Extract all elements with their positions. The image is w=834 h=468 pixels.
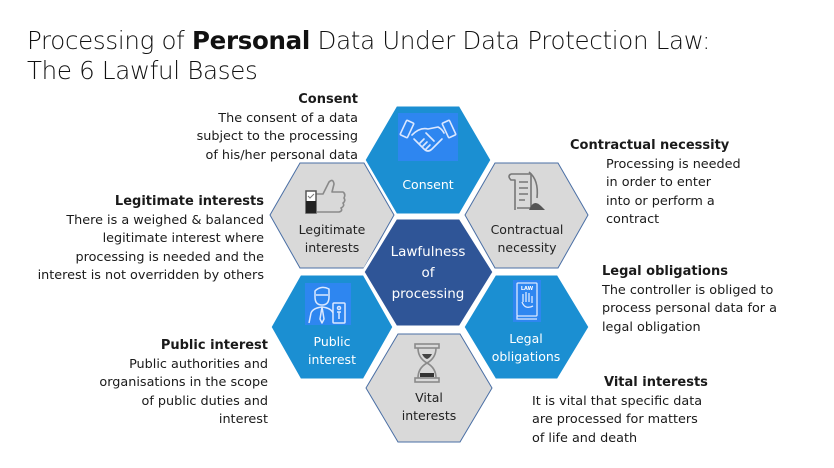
page-title: Processing of Personal Data Under Data P… <box>27 26 710 86</box>
description-line: into or perform a <box>606 193 715 209</box>
description-line: of his/her personal data <box>205 147 358 163</box>
hex-label-legal: Legal obligations <box>466 330 586 366</box>
title-text: Data Under Data Protection Law: <box>310 26 711 55</box>
description-legitimate: Legitimate interests There is a weighed … <box>38 193 264 286</box>
description-heading: Consent <box>298 92 358 107</box>
description-line: Processing is needed <box>606 156 741 172</box>
law-book-icon: LAW <box>513 280 541 322</box>
description-heading: Contractual necessity <box>570 138 730 153</box>
hex-label-vital: Vital interests <box>369 389 489 425</box>
description-line: of life and death <box>532 430 638 446</box>
hourglass-icon <box>414 343 440 383</box>
label-line: Consent <box>402 177 454 192</box>
official-person-icon <box>305 283 351 325</box>
handshake-icon <box>398 113 458 161</box>
description-line: contract <box>606 212 660 227</box>
hex-label-contractual: Contractual necessity <box>467 221 587 257</box>
label-line: interest <box>308 352 356 367</box>
description-line: The controller is obliged to <box>602 282 774 298</box>
description-heading: Legal obligations <box>602 264 728 279</box>
description-line: organisations in the scope <box>99 375 268 390</box>
description-line: process personal data for a <box>602 301 777 316</box>
description-line: legal obligation <box>602 319 701 335</box>
label-line: Legitimate <box>298 222 366 237</box>
description-heading: Public interest <box>160 338 268 353</box>
hex-label-legitimate: Legitimate interests <box>272 221 392 257</box>
description-heading: Vital interests <box>604 375 708 390</box>
description-legal: Legal obligations The controller is obli… <box>602 263 777 337</box>
label-line: interests <box>401 408 457 423</box>
label-line: necessity <box>497 240 557 255</box>
description-line: in order to enter <box>606 175 711 190</box>
label-line: Public <box>313 334 351 349</box>
description-line: subject to the processing <box>196 129 358 144</box>
description-line: of public duties and <box>141 393 268 409</box>
title-text: Processing of <box>27 26 192 55</box>
thumbs-up-icon <box>305 179 346 214</box>
label-line: Lawfulness <box>390 244 466 260</box>
label-line: Vital <box>415 390 443 405</box>
description-public: Public interest Public authorities and o… <box>99 337 268 430</box>
title-line-2: The 6 Lawful Bases <box>27 56 258 85</box>
hex-label-center: Lawfulness of processing <box>368 242 488 305</box>
description-line: interest <box>218 412 268 427</box>
description-contractual: Contractual necessity Processing is need… <box>570 137 741 230</box>
hex-label-public: Public interest <box>272 333 392 369</box>
description-vital: Vital interests It is vital that specifi… <box>532 374 708 448</box>
label-line: Legal <box>509 331 543 346</box>
description-line: legitimate interest where <box>102 231 264 246</box>
description-line: Public authorities and <box>129 356 268 372</box>
description-line: processing is needed and the <box>75 249 264 265</box>
hex-legal[interactable] <box>461 272 592 382</box>
description-line: interest is not overridden by others <box>37 268 264 283</box>
label-line: processing <box>391 286 465 302</box>
label-line: of <box>421 265 435 281</box>
title-bold-word: Personal <box>191 26 311 55</box>
svg-text:LAW: LAW <box>521 286 534 292</box>
description-line: It is vital that specific data <box>532 393 703 409</box>
label-line: interests <box>304 240 360 255</box>
hex-center[interactable] <box>361 216 496 329</box>
label-line: Contractual <box>490 222 564 237</box>
hex-contractual[interactable] <box>464 162 589 269</box>
hex-label-consent: Consent <box>368 176 488 194</box>
title-line-1: Processing of Personal Data Under Data P… <box>27 26 710 56</box>
description-line: are processed for matters <box>532 412 698 427</box>
scroll-quill-icon <box>508 171 545 210</box>
hex-vital[interactable] <box>365 333 493 443</box>
hex-public[interactable] <box>268 272 396 382</box>
description-heading: Legitimate interests <box>114 194 264 209</box>
description-line: The consent of a data <box>218 110 358 126</box>
description-consent: Consent The consent of a data subject to… <box>197 91 358 165</box>
label-line: obligations <box>491 349 561 364</box>
description-line: There is a weighed & balanced <box>66 212 264 228</box>
